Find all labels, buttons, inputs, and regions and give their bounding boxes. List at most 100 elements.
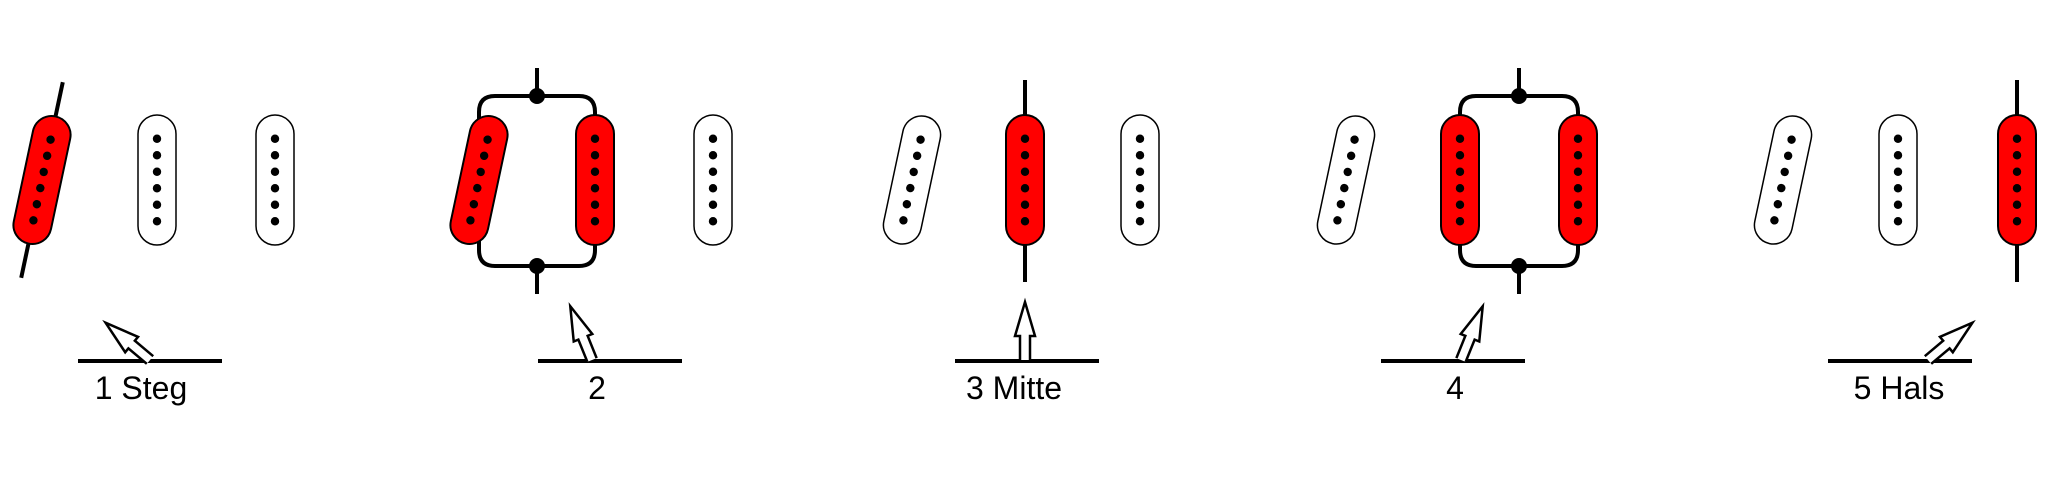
pickup-body	[137, 114, 177, 246]
pole-piece	[2012, 200, 2022, 209]
pole-piece	[152, 134, 162, 143]
pickup-body	[1878, 114, 1918, 246]
pole-piece	[1135, 217, 1145, 226]
pole-piece	[1783, 151, 1793, 160]
pole-piece	[590, 217, 600, 226]
pickup-neck	[1558, 114, 1598, 246]
pole-piece	[1455, 167, 1465, 176]
lever-arrow	[102, 319, 155, 365]
lever-arrow	[1923, 319, 1976, 365]
pole-piece	[1336, 200, 1346, 209]
pole-piece	[1573, 151, 1583, 160]
pole-piece	[1020, 151, 1030, 160]
pole-piece	[1455, 184, 1465, 193]
pole-piece	[1343, 167, 1352, 177]
pickup-bridge	[1316, 115, 1376, 245]
switch-position-3	[882, 80, 1160, 363]
pickup-body	[449, 115, 509, 245]
pickup-neck	[693, 114, 733, 246]
pickup-body	[1753, 115, 1813, 245]
pole-piece	[899, 216, 908, 225]
pole-piece	[29, 216, 38, 225]
pole-piece	[1135, 184, 1145, 193]
pole-piece	[1777, 183, 1786, 193]
pickup-body	[1440, 114, 1480, 246]
pole-piece	[916, 135, 925, 144]
pole-piece	[476, 167, 485, 177]
pole-piece	[1893, 134, 1903, 143]
pickup-bridge	[449, 115, 509, 245]
switch-position-4	[1316, 68, 1598, 363]
pickup-body	[882, 115, 942, 245]
pole-piece	[590, 151, 600, 160]
pole-piece	[1340, 183, 1349, 193]
pickup-body	[1005, 114, 1045, 246]
pole-piece	[473, 183, 482, 193]
pole-piece	[1893, 184, 1903, 193]
pickup-middle	[1005, 114, 1045, 246]
pole-piece	[1573, 167, 1583, 176]
pole-piece	[1573, 184, 1583, 193]
switch-lever	[568, 302, 598, 363]
pole-piece	[1020, 167, 1030, 176]
pole-piece	[902, 200, 912, 209]
pole-piece	[1773, 200, 1783, 209]
pickup-middle	[575, 114, 615, 246]
pickup-neck	[1997, 114, 2037, 246]
switch-position-1	[12, 81, 295, 365]
junction-dot-bottom	[529, 258, 545, 274]
pickup-middle	[1440, 114, 1480, 246]
pole-piece	[1020, 217, 1030, 226]
pole-piece	[270, 134, 280, 143]
pole-piece	[1573, 200, 1583, 209]
pole-piece	[1455, 134, 1465, 143]
pickup-body	[1997, 114, 2037, 246]
switch-lever	[102, 319, 155, 365]
pole-piece	[912, 151, 922, 160]
pole-piece	[1135, 151, 1145, 160]
pole-piece	[708, 134, 718, 143]
pole-piece	[1135, 134, 1145, 143]
position-label-1: 1 Steg	[94, 370, 188, 406]
pole-piece	[36, 183, 45, 193]
pole-piece	[152, 151, 162, 160]
pickup-neck	[255, 114, 295, 246]
pole-piece	[270, 184, 280, 193]
pole-piece	[1770, 216, 1779, 225]
pickup-middle	[1878, 114, 1918, 246]
pole-piece	[1893, 151, 1903, 160]
lever-arrow	[1013, 297, 1037, 360]
pickup-bridge	[12, 115, 72, 245]
pole-piece	[1455, 200, 1465, 209]
position-label-2: 2	[588, 370, 606, 406]
pole-piece	[708, 151, 718, 160]
pole-piece	[909, 167, 918, 177]
position-label-4: 4	[1446, 370, 1464, 406]
parallel-wiring	[1458, 94, 1580, 268]
pole-piece	[1350, 135, 1359, 144]
pole-piece	[2012, 151, 2022, 160]
pole-piece	[152, 184, 162, 193]
pole-piece	[1020, 134, 1030, 143]
pole-piece	[1135, 200, 1145, 209]
pole-piece	[270, 151, 280, 160]
pole-piece	[1455, 151, 1465, 160]
pole-piece	[1455, 217, 1465, 226]
pole-piece	[1346, 151, 1356, 160]
switch-lever	[1455, 302, 1485, 363]
pole-piece	[483, 135, 492, 144]
pole-piece	[152, 167, 162, 176]
pole-piece	[1893, 200, 1903, 209]
pickup-body	[1120, 114, 1160, 246]
pole-piece	[1893, 167, 1903, 176]
pole-piece	[32, 200, 42, 209]
pickup-body	[693, 114, 733, 246]
pole-piece	[708, 217, 718, 226]
pole-piece	[152, 217, 162, 226]
pole-piece	[270, 217, 280, 226]
pole-piece	[46, 135, 55, 144]
pickup-body	[1316, 115, 1376, 245]
pole-piece	[1573, 134, 1583, 143]
pole-piece	[590, 184, 600, 193]
